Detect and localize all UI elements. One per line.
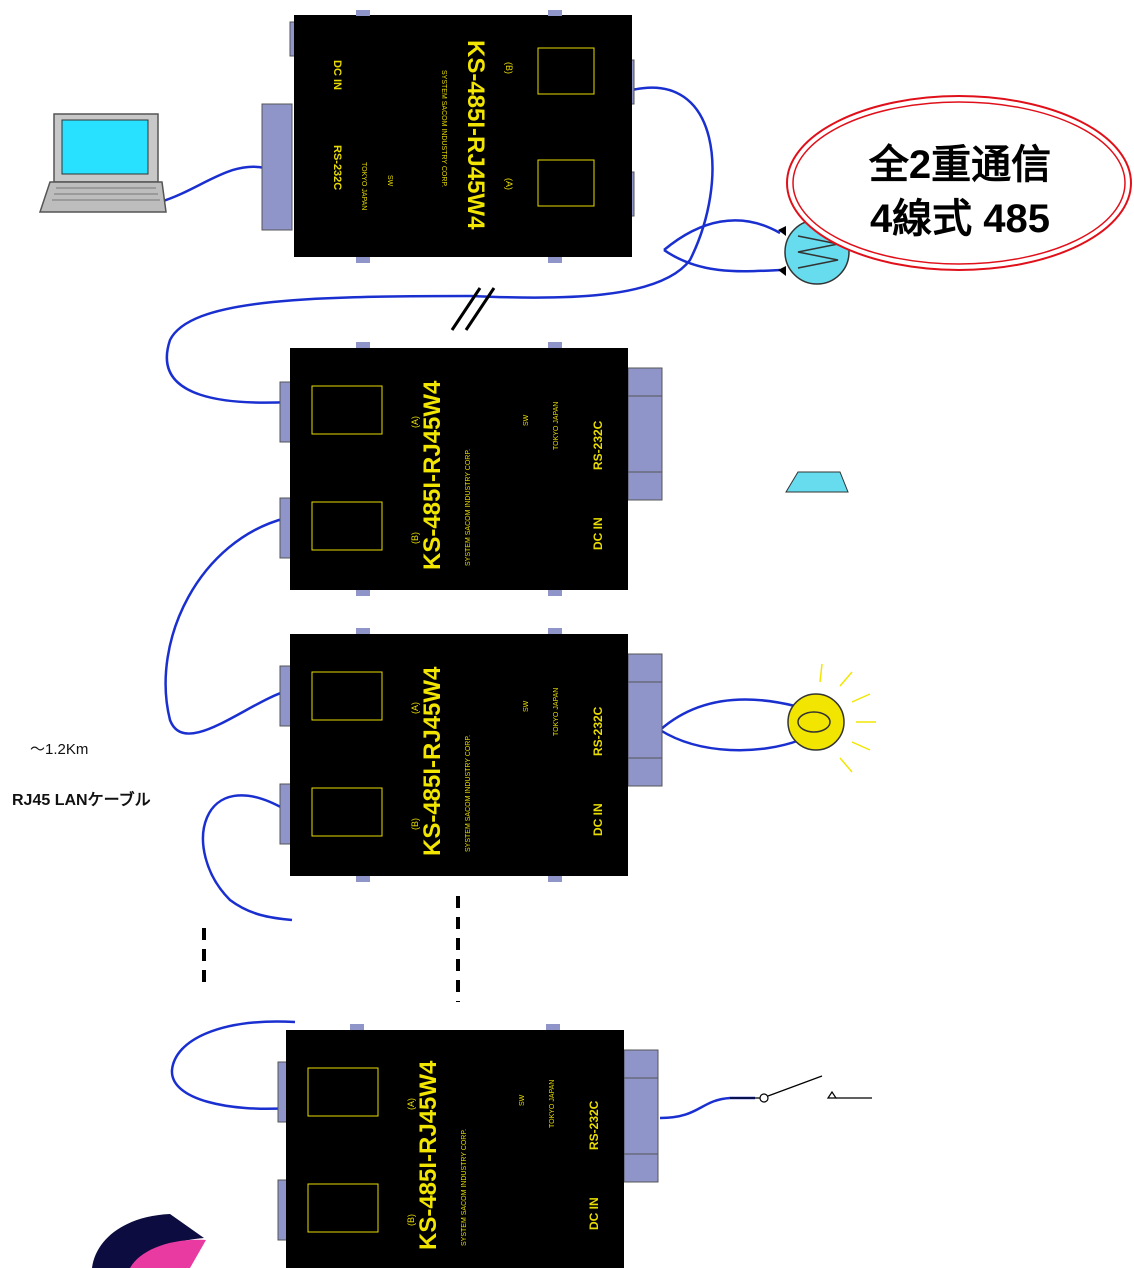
led-array <box>537 47 595 207</box>
svg-text:SYSTEM SACOM INDUSTRY CORP.: SYSTEM SACOM INDUSTRY CORP. <box>461 1129 468 1246</box>
continuation-dashes <box>202 896 460 1002</box>
cable-unit3-lamp-b <box>659 728 801 752</box>
duplex-badge <box>786 95 1132 271</box>
svg-text:TOKYO JAPAN: TOKYO JAPAN <box>360 162 367 210</box>
badge-line-2: 4線式 485 <box>869 197 1051 241</box>
pump-icon <box>778 219 850 493</box>
svg-text:(B): (B) <box>410 532 420 544</box>
cable-unit1-loop <box>469 86 714 299</box>
cable-unit2-to-unit3 <box>164 516 291 735</box>
converter-unit-1: KS-485I-RJ45W4 SYSTEM SACOM INDUSTRY COR… <box>261 10 635 263</box>
svg-text:TOKYO JAPAN: TOKYO JAPAN <box>553 688 560 736</box>
svg-text:(A): (A) <box>410 702 420 714</box>
cable-unit3-lamp-a <box>659 698 796 731</box>
svg-text:(B): (B) <box>410 818 420 830</box>
cable-to-unit4 <box>170 1020 296 1110</box>
db9-connector <box>261 103 293 231</box>
converter-unit-3: KS-485I-RJ45W4 SYSTEM SACOM INDUSTRY COR… <box>279 628 663 882</box>
svg-text:(A): (A) <box>406 1098 416 1110</box>
cable-loop-to-unit2 <box>165 294 471 404</box>
switch-icon <box>730 1075 872 1103</box>
svg-text:KS-485I-RJ45W4: KS-485I-RJ45W4 <box>419 380 446 570</box>
cable-pc-to-unit1 <box>159 165 266 204</box>
laptop-icon <box>38 113 167 213</box>
converter-unit-2: KS-485I-RJ45W4 SYSTEM SACOM INDUSTRY COR… <box>279 342 663 596</box>
unit-model-label: KS-485I-RJ45W4 <box>462 40 489 230</box>
svg-text:DC IN: DC IN <box>587 1197 601 1230</box>
svg-text:DC IN: DC IN <box>331 60 343 90</box>
lamp-icon <box>787 663 876 773</box>
logo-icon <box>92 1214 206 1268</box>
cable-unit4-switch <box>659 1096 755 1120</box>
svg-text:RS-232C: RS-232C <box>591 420 605 470</box>
svg-text:TOKYO JAPAN: TOKYO JAPAN <box>549 1080 556 1128</box>
badge-line-1: 全2重通信 <box>868 143 1052 187</box>
svg-text:KS-485I-RJ45W4: KS-485I-RJ45W4 <box>415 1060 442 1250</box>
svg-text:RS-232C: RS-232C <box>591 706 605 756</box>
svg-text:SW: SW <box>523 414 530 426</box>
distance-note: ～1.2Km <box>30 741 89 758</box>
svg-text:(B): (B) <box>406 1214 416 1226</box>
cable-unit2-pump-a <box>663 219 781 251</box>
svg-text:SW: SW <box>519 1094 526 1106</box>
svg-text:SW: SW <box>523 700 530 712</box>
svg-text:(A): (A) <box>410 416 420 428</box>
svg-text:(A): (A) <box>504 178 514 190</box>
cable-unit2-pump-b <box>663 248 781 273</box>
svg-text:RS-232C: RS-232C <box>587 1100 601 1150</box>
svg-text:TOKYO JAPAN: TOKYO JAPAN <box>553 402 560 450</box>
svg-text:SYSTEM SACOM INDUSTRY CORP.: SYSTEM SACOM INDUSTRY CORP. <box>440 70 447 187</box>
cables <box>159 86 801 1120</box>
svg-text:(B): (B) <box>504 62 514 74</box>
svg-text:RS-232C: RS-232C <box>331 145 343 190</box>
svg-text:SYSTEM SACOM INDUSTRY CORP.: SYSTEM SACOM INDUSTRY CORP. <box>465 735 472 852</box>
break-mark <box>450 287 496 331</box>
converter-unit-4: KS-485I-RJ45W4 SYSTEM SACOM INDUSTRY COR… <box>277 1024 659 1268</box>
cable-unit3-down <box>201 794 293 922</box>
cable-note: RJ45 LANケーブル <box>12 792 151 809</box>
svg-text:KS-485I-RJ45W4: KS-485I-RJ45W4 <box>419 666 446 856</box>
svg-text:SYSTEM SACOM INDUSTRY CORP.: SYSTEM SACOM INDUSTRY CORP. <box>465 449 472 566</box>
svg-text:DC IN: DC IN <box>591 517 605 550</box>
svg-text:DC IN: DC IN <box>591 803 605 836</box>
svg-text:SW: SW <box>386 175 393 187</box>
